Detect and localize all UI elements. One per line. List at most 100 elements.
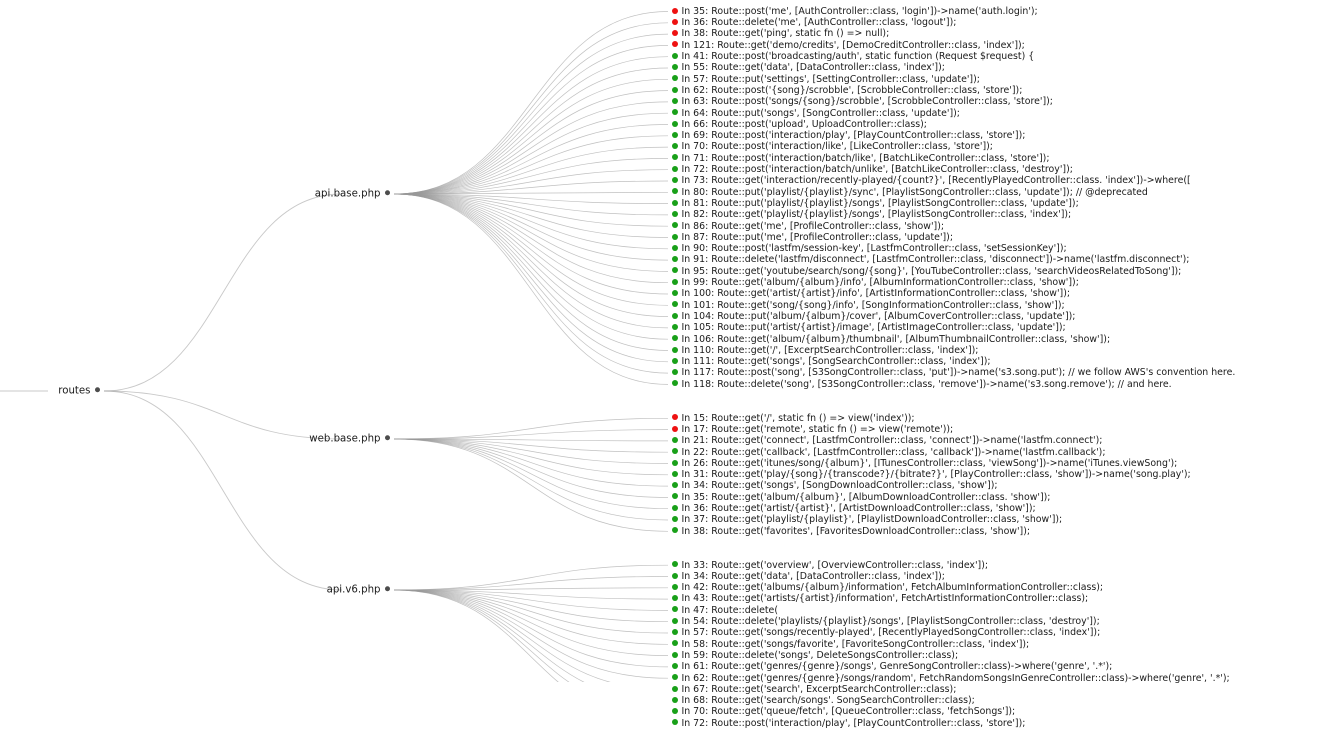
node-api-base-php[interactable]: api.base.php <box>0 188 390 200</box>
leaf-route[interactable]: In 47: Route::delete( <box>672 605 778 616</box>
leaf-route[interactable]: In 58: Route::get('songs/favorite', [Fav… <box>672 639 1029 650</box>
leaf-route[interactable]: In 87: Route::put('me', [ProfileControll… <box>672 232 953 243</box>
leaf-route[interactable]: In 68: Route::get('search/songs'. SongSe… <box>672 695 975 706</box>
dendrogram-edge <box>393 193 669 306</box>
leaf-route[interactable]: In 54: Route::delete('playlists/{playlis… <box>672 616 1100 627</box>
leaf-route-text: In 81: Route::put('playlist/{playlist}/s… <box>681 197 1079 209</box>
leaf-route[interactable]: In 117: Route::post('song', [S3SongContr… <box>672 367 1235 378</box>
leaf-route-text: In 100: Route::get('artist/{artist}/info… <box>681 288 1071 300</box>
dendrogram-edge <box>393 589 669 611</box>
leaf-route[interactable]: In 90: Route::post('lastfm/session-key',… <box>672 243 1067 254</box>
leaf-route[interactable]: In 35: Route::get('album/{album}', [Albu… <box>672 492 1050 503</box>
leaf-route[interactable]: In 110: Route::get('/', [ExcerptSearchCo… <box>672 345 978 356</box>
dendrogram-edge <box>393 135 669 195</box>
leaf-route[interactable]: In 36: Route::get('artist/{artist}', [Ar… <box>672 503 1036 514</box>
leaf-route[interactable]: In 121: Route::get('demo/credits', [Demo… <box>672 40 1025 51</box>
leaf-route[interactable]: In 99: Route::get('album/{album}/info', … <box>672 277 1079 288</box>
leaf-route[interactable]: In 61: Route::get('genres/{genre}/songs'… <box>672 661 1112 672</box>
leaf-route[interactable]: In 34: Route::get('songs', [SongDownload… <box>672 480 998 491</box>
leaf-route[interactable]: In 35: Route::post('me', [AuthController… <box>672 6 1038 17</box>
leaf-route[interactable]: In 82: Route::get('playlist/{playlist}/s… <box>672 209 1071 220</box>
leaf-route[interactable]: In 42: Route::get('albums/{album}/inform… <box>672 582 1103 593</box>
leaf-route[interactable]: In 41: Route::post('broadcasting/auth', … <box>672 51 1034 62</box>
open-route-dot-icon <box>672 595 678 602</box>
leaf-route-text: In 82: Route::get('playlist/{playlist}/s… <box>681 209 1072 221</box>
node-api-v6-php[interactable]: api.v6.php <box>0 584 390 596</box>
open-route-dot-icon <box>672 436 678 443</box>
open-route-dot-icon <box>672 323 678 330</box>
leaf-route[interactable]: In 38: Route::get('favorites', [Favorite… <box>672 526 1030 537</box>
leaf-route[interactable]: In 72: Route::post('interaction/play', [… <box>672 718 1025 729</box>
leaf-route[interactable]: In 26: Route::get('itunes/song/{album}',… <box>672 458 1177 469</box>
open-route-dot-icon <box>672 278 678 285</box>
dendrogram-edge <box>393 193 669 351</box>
node-dot-icon <box>384 435 390 441</box>
leaf-route[interactable]: In 57: Route::put('settings', [SettingCo… <box>672 74 980 85</box>
open-route-dot-icon <box>672 335 678 342</box>
open-route-dot-icon <box>672 504 678 511</box>
leaf-route[interactable]: In 106: Route::get('album/{album}/thumbn… <box>672 334 1110 345</box>
leaf-route[interactable]: In 104: Route::put('album/{album}/cover'… <box>672 311 1075 322</box>
leaf-route[interactable]: In 63: Route::post('songs/{song}/scrobbl… <box>672 96 1053 107</box>
leaf-route[interactable]: In 55: Route::get('data', [DataControlle… <box>672 62 945 73</box>
leaf-route[interactable]: In 62: Route::post('{song}/scrobble', [S… <box>672 85 1022 96</box>
leaf-route[interactable]: In 34: Route::get('data', [DataControlle… <box>672 571 945 582</box>
dendrogram-edge <box>393 193 669 272</box>
leaf-route-text: In 36: Route::get('artist/{artist}', [Ar… <box>681 503 1036 515</box>
leaf-route[interactable]: In 62: Route::get('genres/{genre}/songs/… <box>672 673 1230 684</box>
leaf-route[interactable]: In 70: Route::post('interaction/like', [… <box>672 141 993 152</box>
leaf-route[interactable]: In 57: Route::get('songs/recently-played… <box>672 627 1100 638</box>
open-route-dot-icon <box>672 290 678 296</box>
leaf-route[interactable]: In 73: Route::get('interaction/recently-… <box>672 175 1191 186</box>
leaf-route[interactable]: In 22: Route::get('callback', [LastfmCon… <box>672 447 1105 458</box>
leaf-route[interactable]: In 100: Route::get('artist/{artist}/info… <box>672 288 1070 299</box>
leaf-route[interactable]: In 101: Route::get('song/{song}/info', [… <box>672 300 1065 311</box>
open-route-dot-icon <box>672 188 678 195</box>
dendrogram-edge <box>393 193 669 374</box>
leaf-route-text: In 80: Route::put('playlist/{playlist}/s… <box>681 186 1148 198</box>
leaf-route[interactable]: In 118: Route::delete('song', [S3SongCon… <box>672 379 1172 390</box>
leaf-route[interactable]: In 66: Route::post('upload', UploadContr… <box>672 119 927 130</box>
node-api-v6-php-label: api.v6.php <box>326 584 381 596</box>
leaf-route-text: In 15: Route::get('/', static fn () => v… <box>681 412 915 424</box>
open-route-dot-icon <box>672 165 678 172</box>
leaf-route-text: In 54: Route::delete('playlists/{playlis… <box>681 616 1100 628</box>
leaf-route[interactable]: In 43: Route::get('artists/{artist}/info… <box>672 593 1088 604</box>
dendrogram-canvas: routes api.base.php web.base.php api.v6.php… <box>0 5 1236 729</box>
leaf-route[interactable]: In 37: Route::get('playlist/{playlist}',… <box>672 514 1062 525</box>
leaf-route[interactable]: In 86: Route::get('me', [ProfileControll… <box>672 221 944 232</box>
leaf-route[interactable]: In 69: Route::post('interaction/play', [… <box>672 130 1025 141</box>
leaf-route-text: In 17: Route::get('remote', static fn ()… <box>681 423 954 435</box>
leaf-route[interactable]: In 15: Route::get('/', static fn () => v… <box>672 413 915 424</box>
leaf-route[interactable]: In 67: Route::get('search', ExcerptSearc… <box>672 684 956 695</box>
leaf-route-text: In 90: Route::post('lastfm/session-key',… <box>681 243 1067 255</box>
leaf-route[interactable]: In 70: Route::get('queue/fetch', [QueueC… <box>672 706 1015 717</box>
leaf-route[interactable]: In 105: Route::put('artist/{artist}/imag… <box>672 322 1066 333</box>
leaf-route[interactable]: In 91: Route::delete('lastfm/disconnect'… <box>672 254 1189 265</box>
dendrogram-edge <box>103 193 343 392</box>
leaf-route-text: In 31: Route::get('play/{song}/{transcod… <box>681 469 1191 481</box>
leaf-route[interactable]: In 71: Route::post('interaction/batch/li… <box>672 153 1050 164</box>
node-routes-label: routes <box>58 385 91 397</box>
dendrogram-edge <box>393 589 669 679</box>
node-web-base-php[interactable]: web.base.php <box>0 433 390 445</box>
leaf-route[interactable]: In 111: Route::get('songs', [SongSearchC… <box>672 356 991 367</box>
dendrogram-edge <box>393 589 669 623</box>
leaf-route-text: In 71: Route::post('interaction/batch/li… <box>681 152 1050 164</box>
auth-route-dot-icon <box>672 41 678 48</box>
leaf-route[interactable]: In 31: Route::get('play/{song}/{transcod… <box>672 469 1191 480</box>
node-routes[interactable]: routes <box>0 385 100 397</box>
leaf-route[interactable]: In 80: Route::put('playlist/{playlist}/s… <box>672 187 1148 198</box>
leaf-route[interactable]: In 36: Route::delete('me', [AuthControll… <box>672 17 956 28</box>
leaf-route[interactable]: In 95: Route::get('youtube/search/song/{… <box>672 266 1181 277</box>
leaf-route-text: In 87: Route::put('me', [ProfileControll… <box>681 231 954 243</box>
leaf-route[interactable]: In 72: Route::post('interaction/batch/un… <box>672 164 1073 175</box>
leaf-route[interactable]: In 81: Route::put('playlist/{playlist}/s… <box>672 198 1079 209</box>
leaf-route[interactable]: In 21: Route::get('connect', [LastfmCont… <box>672 435 1102 446</box>
leaf-route[interactable]: In 38: Route::get('ping', static fn () =… <box>672 28 889 39</box>
leaf-route[interactable]: In 64: Route::put('songs', [SongControll… <box>672 108 960 119</box>
leaf-route[interactable]: In 59: Route::delete('songs', DeleteSong… <box>672 650 958 661</box>
leaf-route[interactable]: In 17: Route::get('remote', static fn ()… <box>672 424 953 435</box>
leaf-route-text: In 62: Route::get('genres/{genre}/songs/… <box>681 672 1230 684</box>
leaf-route[interactable]: In 33: Route::get('overview', [OverviewC… <box>672 560 988 571</box>
